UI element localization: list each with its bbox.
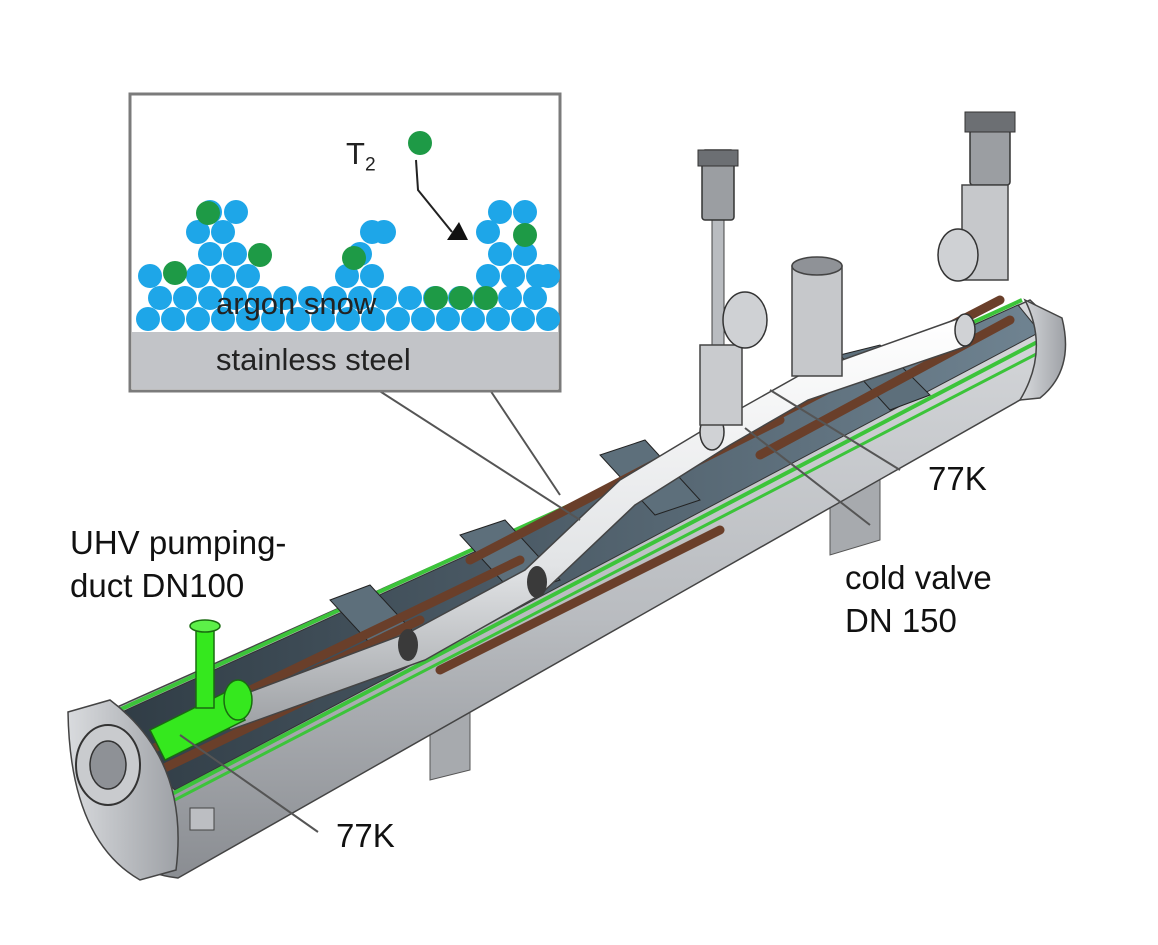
pumping-duct-label: UHV pumping- duct DN100 bbox=[70, 524, 287, 604]
argon-atom bbox=[536, 307, 560, 331]
argon-atom bbox=[198, 242, 222, 266]
argon-atom bbox=[198, 286, 222, 310]
argon-atom bbox=[488, 200, 512, 224]
argon-atom bbox=[211, 264, 235, 288]
tritium-atom bbox=[513, 223, 537, 247]
argon-atom bbox=[498, 286, 522, 310]
tritium-atom bbox=[449, 286, 473, 310]
tritium-atom bbox=[342, 246, 366, 270]
tritium-atom bbox=[424, 286, 448, 310]
t2-trajectory-arrow bbox=[415, 159, 453, 233]
argon-atom bbox=[398, 286, 422, 310]
stainless-steel-label: stainless steel bbox=[216, 342, 411, 377]
argon-atom bbox=[360, 220, 384, 244]
argon-atom bbox=[335, 264, 359, 288]
argon-snow-label: argon snow bbox=[216, 286, 377, 321]
argon-atom bbox=[173, 286, 197, 310]
argon-atom bbox=[138, 264, 162, 288]
argon-atom bbox=[536, 264, 560, 288]
vacuum-chamber bbox=[722, 256, 843, 377]
argon-atom bbox=[501, 264, 525, 288]
argon-atom bbox=[211, 220, 235, 244]
argon-atom bbox=[223, 286, 247, 310]
argon-atom bbox=[513, 242, 537, 266]
argon-atom bbox=[248, 286, 272, 310]
argon-atom bbox=[261, 307, 285, 331]
argon-atom bbox=[211, 307, 235, 331]
cold-valve bbox=[697, 149, 743, 426]
leader-lines bbox=[179, 389, 901, 833]
argon-atom bbox=[286, 307, 310, 331]
argon-atom bbox=[186, 264, 210, 288]
argon-atom bbox=[373, 286, 397, 310]
argon-atom bbox=[360, 264, 384, 288]
argon-atom bbox=[186, 307, 210, 331]
argon-atom bbox=[136, 307, 160, 331]
temperature-label-right: 77K bbox=[928, 460, 987, 497]
argon-atom bbox=[311, 307, 335, 331]
stainless-steel-substrate bbox=[132, 332, 558, 389]
argon-atom bbox=[488, 242, 512, 266]
argon-atom bbox=[436, 307, 460, 331]
temperature-label-left: 77K bbox=[336, 817, 395, 854]
argon-atom bbox=[236, 264, 260, 288]
argon-atom bbox=[476, 264, 500, 288]
tritium-atom bbox=[408, 131, 432, 155]
argon-atom bbox=[186, 220, 210, 244]
t2-molecule-label: T2 bbox=[346, 136, 376, 176]
atom-layer bbox=[136, 131, 560, 331]
argon-atom bbox=[513, 200, 537, 224]
argon-atom bbox=[148, 286, 172, 310]
argon-atom bbox=[224, 200, 248, 224]
gate-valve-right bbox=[937, 111, 1016, 282]
argon-atom bbox=[298, 286, 322, 310]
uhv-pumping-duct bbox=[148, 619, 253, 762]
argon-atom bbox=[348, 286, 372, 310]
argon-atom bbox=[273, 286, 297, 310]
argon-atom bbox=[236, 307, 260, 331]
argon-atom bbox=[161, 307, 185, 331]
end-cap-right bbox=[1018, 298, 1067, 401]
cold-valve-label: cold valve DN 150 bbox=[845, 559, 992, 639]
argon-atom bbox=[461, 307, 485, 331]
inset-panel bbox=[128, 92, 562, 393]
argon-atom bbox=[411, 307, 435, 331]
tritium-atom bbox=[163, 261, 187, 285]
argon-atom bbox=[336, 307, 360, 331]
argon-atom bbox=[511, 307, 535, 331]
argon-atom bbox=[523, 286, 547, 310]
argon-atom bbox=[476, 220, 500, 244]
tritium-atom bbox=[248, 243, 272, 267]
argon-atom bbox=[386, 307, 410, 331]
argon-atom bbox=[323, 286, 347, 310]
argon-atom bbox=[361, 307, 385, 331]
tritium-atom bbox=[474, 286, 498, 310]
argon-atom bbox=[486, 307, 510, 331]
tritium-atom bbox=[196, 201, 220, 225]
thermal-shield-inner bbox=[169, 336, 1046, 797]
argon-atom bbox=[223, 242, 247, 266]
